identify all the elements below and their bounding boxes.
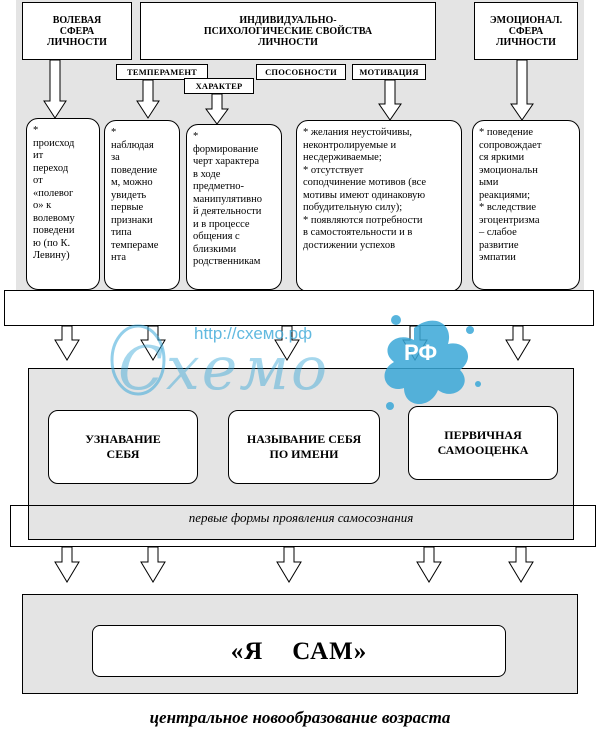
detail-line: предметно- — [193, 181, 244, 192]
detail-line: волевому — [33, 212, 75, 224]
result-caption: центральное новообразование возраста — [149, 708, 451, 727]
detail-line: в ходе — [193, 168, 221, 180]
detail-line: * поведение — [479, 127, 534, 138]
detail-line: переход — [33, 162, 69, 174]
detail-line: * — [33, 125, 39, 136]
detail-line: * отсутствует — [303, 164, 364, 176]
detail-line: поведени — [33, 225, 75, 236]
detail-line: развитие — [479, 239, 519, 251]
forms-caption: первые формы проявления самосознания — [188, 510, 414, 525]
detail-line: достижении успехов — [303, 239, 396, 251]
detail-line: эмпатии — [479, 252, 516, 263]
detail-line: первые — [111, 202, 144, 213]
detail-line: * — [193, 131, 199, 142]
tag-abilities: СПОСОБНОСТИ — [256, 64, 346, 80]
connector-bar-top — [4, 290, 594, 326]
detail-line: ыми — [479, 177, 499, 188]
detail-line: признаки — [111, 214, 153, 226]
detail-line: манипулятивно — [193, 193, 262, 205]
detail-line: общения с — [193, 231, 240, 242]
detail-line: о» к — [33, 200, 52, 211]
detail-line: формирование — [193, 143, 259, 155]
detail-line: происход — [33, 137, 75, 149]
detail-line: * вследствие — [479, 202, 537, 213]
detail-line: родственникам — [193, 256, 261, 267]
detail-line: и в процессе — [193, 218, 250, 230]
detail-line: соподчинение мотивов (все — [303, 177, 427, 188]
detail-line: черт характера — [193, 156, 260, 167]
detail-line: увидеть — [111, 189, 147, 201]
detail-line: «полевог — [33, 187, 74, 199]
detail-line: ю (по К. — [33, 237, 71, 249]
detail-line: * желания неустойчивы, — [303, 127, 413, 138]
detail-line: от — [33, 175, 43, 186]
detail-line: в самостоятельности и в — [303, 227, 413, 238]
detail-line: неконтролируемые и — [303, 139, 397, 151]
detail-line: й деятельности — [193, 206, 262, 217]
detail-line: нта — [111, 252, 126, 263]
detail-line: ся яркими — [479, 152, 525, 163]
detail-line: * — [111, 127, 117, 138]
detail-line: сопровождает — [479, 139, 542, 151]
detail-line: за — [111, 152, 120, 163]
detail-line: наблюдая — [111, 139, 154, 151]
detail-line: близкими — [193, 243, 237, 255]
detail-line: – слабое — [479, 227, 517, 238]
detail-line: несдерживаемые; — [303, 152, 382, 163]
detail-line: поведение — [111, 164, 158, 176]
connector-bar-middle — [10, 505, 596, 547]
detail-line: эгоцентризма — [479, 214, 540, 226]
detail-line: темпераме — [111, 239, 159, 251]
detail-line: Левину) — [33, 250, 70, 261]
result-box: «Я САМ» — [92, 625, 506, 677]
detail-line: побудительную силу); — [303, 202, 403, 213]
detail-line: реакциями; — [479, 189, 531, 201]
tag-temperament: ТЕМПЕРАМЕНТ — [116, 64, 208, 80]
detail-line: ит — [33, 150, 44, 161]
detail-line: типа — [111, 227, 132, 238]
detail-line: * появляются потребности — [303, 214, 423, 226]
detail-line: эмоциональн — [479, 164, 538, 176]
detail-line: мотивы имеют одинаковую — [303, 189, 426, 201]
detail-line: м, можно — [111, 177, 153, 188]
